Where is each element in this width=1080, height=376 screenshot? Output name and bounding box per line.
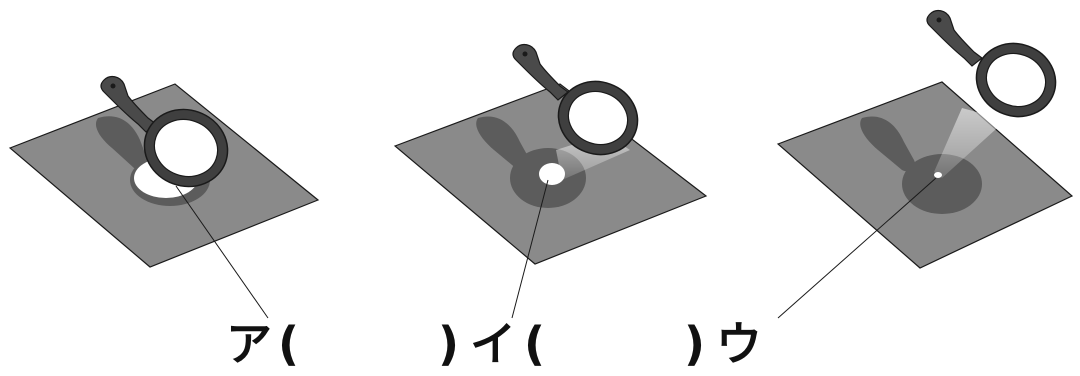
label-i: イ xyxy=(470,316,516,372)
label-a-close-paren: ) xyxy=(438,316,459,372)
panel-a xyxy=(10,77,318,318)
label-a-open-paren: ( xyxy=(278,316,299,372)
handle-hole-u xyxy=(937,18,942,23)
label-u: ウ xyxy=(716,316,762,372)
lens-handle-u xyxy=(927,11,982,66)
handle-hole-i xyxy=(523,52,528,57)
panel-i xyxy=(395,45,706,318)
label-i-open-paren: ( xyxy=(524,316,545,372)
label-i-close-paren: ) xyxy=(684,316,705,372)
light-spot-i xyxy=(539,163,565,185)
answer-label-row: ア ( ) イ ( ) ウ xyxy=(0,316,1080,376)
panel-u xyxy=(778,11,1072,318)
label-a: ア xyxy=(226,316,272,372)
handle-hole-a xyxy=(111,84,116,89)
light-spot-u xyxy=(934,172,942,178)
